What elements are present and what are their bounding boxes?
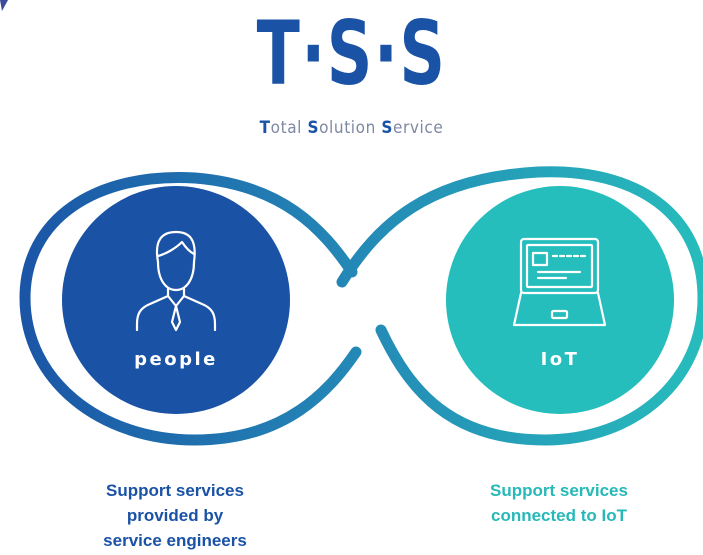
laptop-icon: [512, 237, 607, 327]
logo-separator-2: ·: [373, 2, 400, 105]
people-label: people: [134, 349, 218, 370]
iot-label: IoT: [540, 349, 580, 370]
tagline-word-3: ervice: [392, 118, 444, 138]
people-caption: Support services provided by service eng…: [45, 478, 305, 553]
infinity-loop-left: [19, 171, 362, 446]
people-caption-line-3: service engineers: [103, 531, 247, 550]
tagline-initial-1: T: [259, 118, 271, 138]
people-caption-line-1: Support services: [106, 481, 244, 500]
logo-letter-2: S: [326, 2, 374, 105]
logo-separator-1: ·: [301, 2, 327, 105]
tagline-initial-2: S: [307, 118, 320, 138]
infinity-loop-right: [336, 166, 703, 446]
people-circle: [62, 186, 290, 414]
corner-decoration: [0, 0, 8, 11]
tagline-word-2: olution: [319, 118, 382, 138]
tagline-word-1: otal: [270, 118, 308, 138]
logo-letter-1: T: [256, 2, 302, 105]
tss-logo: T·S·S: [98, 4, 604, 104]
iot-caption-line-2: connected to IoT: [491, 506, 627, 525]
logo-letter-3: S: [399, 2, 447, 105]
people-caption-line-2: provided by: [126, 506, 224, 525]
iot-caption: Support services connected to IoT: [429, 478, 689, 528]
iot-caption-line-1: Support services: [490, 481, 628, 500]
person-with-tie-icon: [135, 230, 217, 332]
tagline-initial-3: S: [381, 118, 393, 138]
tagline: Total Solution Service: [0, 118, 703, 138]
iot-circle: [446, 186, 674, 414]
